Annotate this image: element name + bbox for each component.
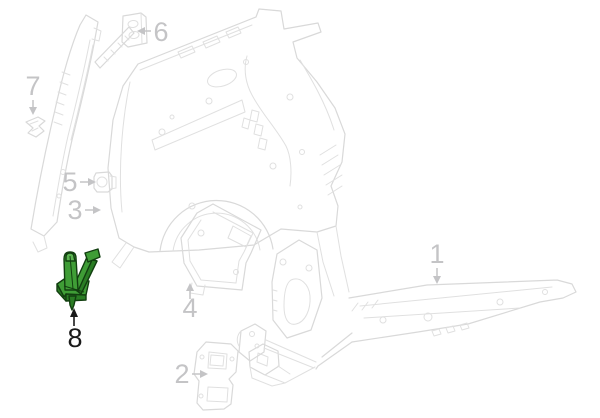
part-drawing-closing-plate-4 [180, 203, 262, 296]
callout-1-arrow-head [433, 276, 441, 284]
callout-6-arrow-head [137, 27, 145, 35]
part-drawing-clip-7 [25, 116, 46, 138]
callout-6[interactable]: 6 [137, 17, 169, 47]
callout-5-arrow-head [88, 178, 96, 186]
callout-4-arrow-head [186, 283, 194, 291]
callout-7-label[interactable]: 7 [25, 71, 40, 101]
callout-8-label[interactable]: 8 [67, 323, 82, 353]
part-drawing-grommet-5 [93, 171, 117, 193]
part-drawing-bracket-6 [121, 12, 148, 48]
callout-1-label[interactable]: 1 [429, 239, 444, 269]
callout-4-label[interactable]: 4 [182, 293, 197, 323]
callout-2-arrow-head [200, 370, 208, 378]
part-drawing-rail-end-bracket [236, 323, 317, 369]
part-drawing-mount-plate-2 [193, 341, 239, 411]
callout-3-label[interactable]: 3 [67, 195, 82, 225]
wing-hatch-ticks [319, 144, 343, 196]
callout-7[interactable]: 7 [25, 71, 41, 115]
callout-6-label[interactable]: 6 [153, 17, 168, 47]
part-drawing-bracket-8-highlighted[interactable] [56, 248, 101, 311]
part-drawing-lower-bracket [248, 343, 316, 387]
callout-2-label[interactable]: 2 [174, 359, 189, 389]
callout-2[interactable]: 2 [174, 359, 208, 389]
hatch-ticks [53, 71, 71, 126]
part-drawing-side-member-rail-1 [315, 279, 577, 370]
callout-5[interactable]: 5 [62, 167, 96, 197]
callout-3-arrow-head [93, 206, 101, 214]
strut-tower-opening [207, 68, 237, 88]
callout-7-arrow-head [29, 107, 37, 115]
callout-8-highlighted[interactable]: 8 [67, 308, 83, 353]
part-drawing-upper-rail [94, 26, 135, 69]
part-drawing-wheelhouse-assembly [107, 8, 350, 297]
callout-8-arrow-head [70, 308, 78, 317]
wheel-arch-line [159, 199, 274, 252]
callout-3[interactable]: 3 [67, 195, 101, 225]
callout-1[interactable]: 1 [429, 239, 445, 284]
callout-4[interactable]: 4 [182, 283, 198, 323]
part-drawing-front-pillar [30, 14, 102, 253]
part-drawing-side-member-reinforcement [271, 239, 323, 339]
callout-5-label[interactable]: 5 [62, 167, 77, 197]
